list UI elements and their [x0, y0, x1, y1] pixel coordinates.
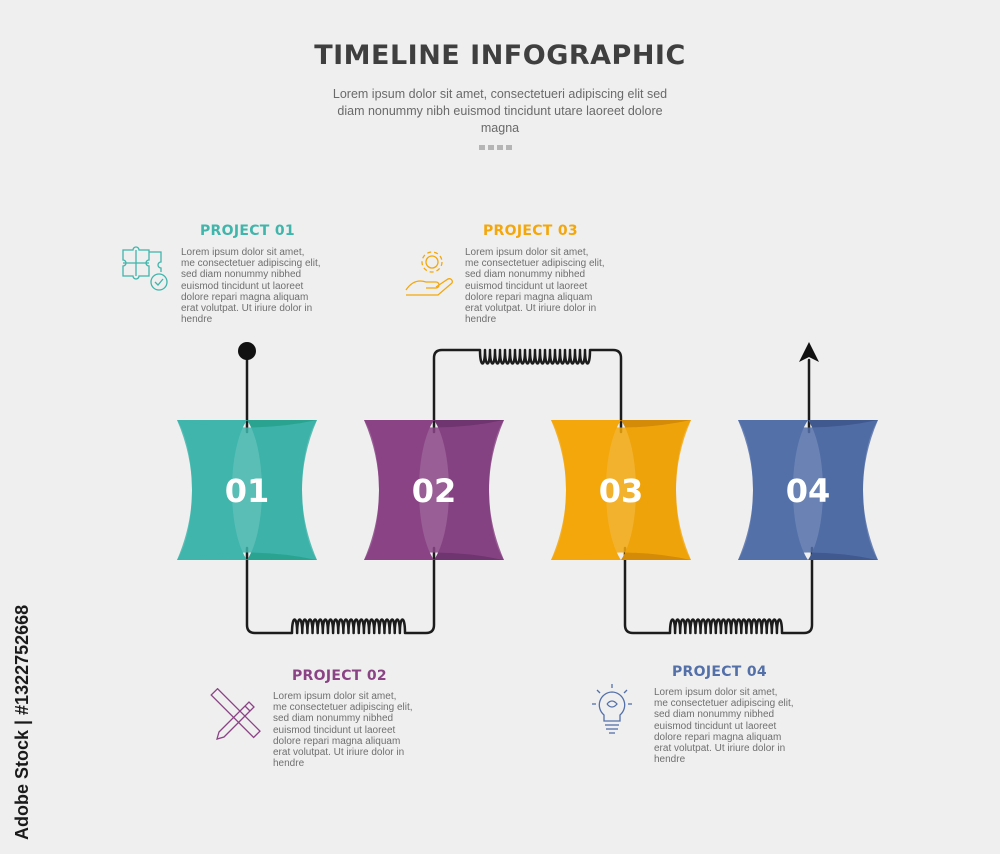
end-arrowhead: [799, 342, 819, 362]
stock-watermark: Adobe Stock | #1322752668: [2, 600, 42, 840]
step-number: 04: [786, 472, 831, 510]
connector-03-04: [623, 546, 814, 635]
step-petal: [738, 420, 878, 560]
project-04-title: PROJECT 04: [672, 664, 767, 680]
project-03-title: PROJECT 03: [483, 223, 578, 239]
project-04-description: Lorem ipsum dolor sit amet, me consectet…: [654, 687, 794, 766]
step-shape-04: 04: [738, 420, 878, 560]
step-petal: [177, 420, 317, 560]
divider-dots: [479, 145, 512, 150]
lightbulb-icon: [592, 684, 632, 734]
step-number: 02: [412, 472, 457, 510]
step-shape-03: 03: [551, 420, 691, 560]
hand-gear-icon: [405, 251, 453, 296]
page-subtitle: Lorem ipsum dolor sit amet, consectetuer…: [332, 87, 668, 135]
step-number: 03: [599, 472, 644, 510]
pencil-ruler-icon: [210, 688, 261, 740]
watermark-text: Adobe Stock | #1322752668: [12, 604, 32, 840]
start-dot: [238, 342, 256, 360]
connector-01-02: [245, 546, 436, 635]
project-01-title: PROJECT 01: [200, 223, 295, 239]
step-shape-01: 01: [177, 420, 317, 560]
project-02-title: PROJECT 02: [292, 668, 387, 684]
connector-02-03: [432, 348, 623, 434]
project-01-description: Lorem ipsum dolor sit amet, me consectet…: [181, 247, 321, 326]
puzzle-check-icon: [122, 246, 168, 291]
project-03-description: Lorem ipsum dolor sit amet, me consectet…: [465, 247, 605, 326]
page-title: TIMELINE INFOGRAPHIC: [314, 40, 686, 71]
step-petal: [551, 420, 691, 560]
step-petal: [364, 420, 504, 560]
step-number: 01: [225, 472, 270, 510]
project-02-description: Lorem ipsum dolor sit amet, me consectet…: [273, 691, 413, 770]
step-shape-02: 02: [364, 420, 504, 560]
